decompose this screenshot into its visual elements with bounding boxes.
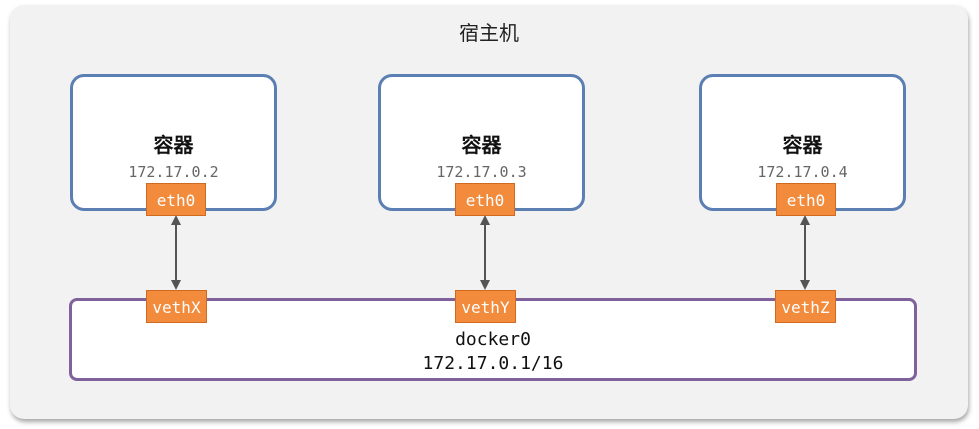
veth-interface-x: vethX: [146, 290, 207, 323]
container-title: 容器: [782, 133, 823, 157]
docker-bridge: docker0 172.17.0.1/16: [69, 298, 917, 381]
eth0-interface-3: eth0: [776, 183, 836, 216]
container-title: 容器: [153, 133, 194, 157]
container-title: 容器: [461, 133, 502, 157]
container-1: 容器 172.17.0.2: [70, 74, 277, 211]
container-3: 容器 172.17.0.4: [699, 74, 906, 211]
veth-interface-z: vethZ: [775, 290, 836, 323]
eth0-interface-1: eth0: [146, 183, 206, 216]
host-title: 宿主机: [459, 21, 519, 45]
container-ip: 172.17.0.4: [757, 163, 848, 181]
bridge-name: docker0: [455, 329, 531, 350]
container-ip: 172.17.0.3: [436, 163, 527, 181]
veth-interface-y: vethY: [455, 290, 516, 323]
eth0-interface-2: eth0: [455, 183, 515, 216]
bridge-ip: 172.17.0.1/16: [422, 353, 564, 374]
container-ip: 172.17.0.2: [128, 163, 219, 181]
